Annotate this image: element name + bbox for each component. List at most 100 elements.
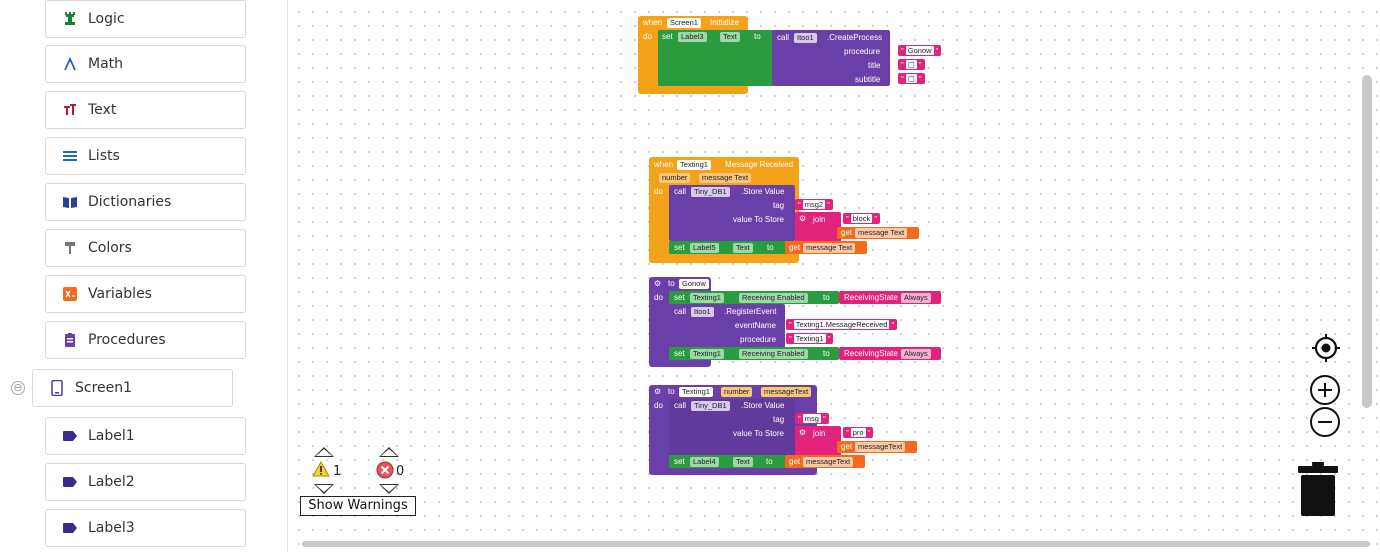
next-error-arrow-icon[interactable] xyxy=(379,484,399,494)
component-dropdown[interactable]: Texting1 xyxy=(690,349,724,359)
component-dropdown[interactable]: Screen1 xyxy=(667,18,701,28)
mutator-icon[interactable]: ⚙ xyxy=(799,214,807,223)
get-keyword: get xyxy=(841,228,853,237)
tree-item-label: Screen1 xyxy=(75,380,133,396)
param-label: procedure xyxy=(740,335,777,344)
string-block[interactable]: " block " xyxy=(843,213,881,224)
category-lists[interactable]: Lists xyxy=(45,137,246,175)
get-keyword: get xyxy=(789,457,801,466)
zoom-in-icon[interactable] xyxy=(1309,374,1341,411)
event-param[interactable]: number xyxy=(659,173,691,183)
category-math[interactable]: Math xyxy=(45,45,246,83)
math-icon xyxy=(62,56,78,72)
label-dropdown[interactable]: Label4 xyxy=(690,457,719,467)
logic-icon xyxy=(62,11,78,27)
property-dropdown[interactable]: Receiving Enabled xyxy=(739,349,808,359)
string-block[interactable]: " msg2 " xyxy=(795,199,833,210)
string-block-empty[interactable]: " ▢ " xyxy=(898,59,925,70)
set-keyword: set xyxy=(674,457,685,466)
label-dropdown[interactable]: Label3 xyxy=(678,32,707,42)
label-dropdown[interactable]: Label5 xyxy=(690,243,719,253)
mutator-icon[interactable]: ⚙ xyxy=(654,279,662,288)
tree-item-label2[interactable]: Label2 xyxy=(45,463,246,501)
to-keyword: to xyxy=(668,387,675,396)
category-variables[interactable]: Variables xyxy=(45,275,246,313)
property-dropdown[interactable]: Text xyxy=(733,457,753,467)
variable-dropdown[interactable]: messageText xyxy=(803,457,854,467)
procedure-block-gonow[interactable]: ⚙ to Gonow do set Texting1 Receiving Ena… xyxy=(649,277,949,369)
event-block-screen1-initialize[interactable]: when Screen1 Initialize do set Label3 Te… xyxy=(638,16,948,96)
error-icon xyxy=(376,461,394,484)
show-warnings-button[interactable]: Show Warnings xyxy=(300,496,416,516)
string-block[interactable]: " Gonow " xyxy=(898,45,942,56)
tree-item-label: Label2 xyxy=(88,474,135,490)
tinydb-dropdown[interactable]: Tiny_DB1 xyxy=(691,401,730,411)
to-keyword: to xyxy=(766,457,773,466)
warnings-indicator: 1 0 Show Warnings xyxy=(300,444,418,520)
category-label: Variables xyxy=(88,286,152,302)
string-block[interactable]: " Texting1.MessageReceived " xyxy=(786,319,898,330)
prev-error-arrow-icon[interactable] xyxy=(379,447,399,457)
tree-item-label1[interactable]: Label1 xyxy=(45,417,246,455)
next-warning-arrow-icon[interactable] xyxy=(314,484,334,494)
do-keyword: do xyxy=(654,293,663,302)
method-name: .RegisterEvent xyxy=(724,307,777,316)
trash-icon[interactable] xyxy=(1298,462,1338,516)
zoom-out-icon[interactable] xyxy=(1309,406,1341,443)
extension-dropdown[interactable]: Itoo1 xyxy=(794,33,817,43)
tree-item-screen1[interactable]: Screen1 xyxy=(32,369,233,407)
state-dropdown[interactable]: Always xyxy=(901,293,931,303)
state-dropdown[interactable]: Always xyxy=(901,349,931,359)
mutator-icon[interactable]: ⚙ xyxy=(799,428,807,437)
error-count: 0 xyxy=(396,464,405,479)
category-procedures[interactable]: Procedures xyxy=(45,321,246,359)
tree-item-label3[interactable]: Label3 xyxy=(45,509,246,547)
set-keyword: set xyxy=(674,349,685,358)
category-label: Procedures xyxy=(88,332,166,348)
to-keyword: to xyxy=(767,243,774,252)
procedure-param[interactable]: messageText xyxy=(761,387,812,397)
category-label: Dictionaries xyxy=(88,194,172,210)
category-colors[interactable]: Colors xyxy=(45,229,246,267)
mutator-icon[interactable]: ⚙ xyxy=(654,387,662,396)
blocks-palette: Logic Math Text Lists Dictionaries Color… xyxy=(0,0,288,552)
string-block[interactable]: " msg " xyxy=(795,413,829,424)
get-keyword: get xyxy=(789,243,801,252)
set-keyword: set xyxy=(674,293,685,302)
target-icon[interactable] xyxy=(1311,333,1341,368)
event-param[interactable]: message Text xyxy=(699,173,752,183)
event-block-texting1-message-received[interactable]: when Texting1 Message Received number me… xyxy=(649,157,929,263)
procedure-param[interactable]: number xyxy=(721,387,753,397)
property-dropdown[interactable]: Receiving Enabled xyxy=(739,293,808,303)
property-dropdown[interactable]: Text xyxy=(720,32,740,42)
variable-dropdown[interactable]: message Text xyxy=(855,228,908,238)
vertical-scrollbar[interactable] xyxy=(1362,75,1372,408)
procedure-block-texting1[interactable]: ⚙ to Texting1 number messageText do call… xyxy=(649,385,929,477)
string-block[interactable]: " pro " xyxy=(843,427,874,438)
procedure-name[interactable]: Texting1 xyxy=(679,387,713,397)
horizontal-scrollbar[interactable] xyxy=(302,541,1370,547)
collapse-toggle[interactable]: ⊖ xyxy=(11,381,25,395)
category-text[interactable]: Text xyxy=(45,91,246,129)
variable-dropdown[interactable]: messageText xyxy=(855,442,906,452)
procedure-name[interactable]: Gonow xyxy=(679,279,709,289)
property-dropdown[interactable]: Text xyxy=(733,243,753,253)
variable-dropdown[interactable]: message Text xyxy=(803,243,856,253)
component-dropdown[interactable]: Texting1 xyxy=(690,293,724,303)
extension-dropdown[interactable]: Itoo1 xyxy=(691,307,714,317)
tree-item-label: Label1 xyxy=(88,428,135,444)
string-block-empty[interactable]: " ▢ " xyxy=(898,73,925,84)
component-dropdown[interactable]: Texting1 xyxy=(677,160,711,170)
method-name: .CreateProcess xyxy=(827,33,883,42)
category-label: Logic xyxy=(88,11,125,27)
param-label: eventName xyxy=(735,321,776,330)
to-keyword: to xyxy=(754,32,761,41)
tinydb-dropdown[interactable]: Tiny_DB1 xyxy=(691,187,730,197)
param-label: value To Store xyxy=(733,215,784,224)
string-block[interactable]: " Texting1 " xyxy=(786,333,834,344)
category-dictionaries[interactable]: Dictionaries xyxy=(45,183,246,221)
category-logic[interactable]: Logic xyxy=(45,0,246,38)
when-keyword: when xyxy=(643,18,663,27)
prev-warning-arrow-icon[interactable] xyxy=(314,447,334,457)
to-keyword: to xyxy=(823,293,830,302)
